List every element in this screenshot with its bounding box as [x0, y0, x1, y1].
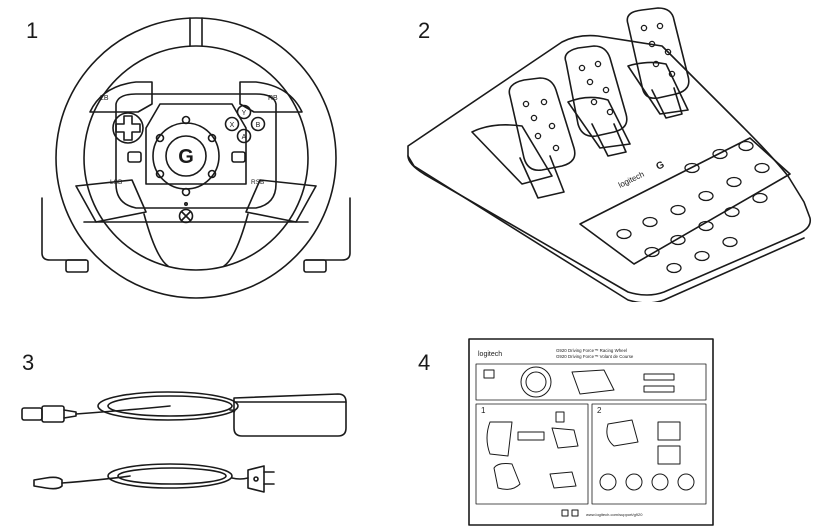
svg-text:G: G	[178, 146, 194, 168]
wheel-label-rb: RB	[268, 95, 278, 102]
wheel-label-lsb: LSB	[110, 179, 122, 186]
figure-number-3: 3	[22, 350, 35, 375]
guide-title-line1: G920 Driving Force™ Racing Wheel	[556, 348, 627, 353]
steering-wheel-illustration: G LB RB LSB RSB Y X B A	[41, 17, 351, 299]
guide-step1-label: 1	[481, 406, 486, 415]
wheel-label-lb: LB	[100, 95, 109, 102]
guide-brand-logo: logitech	[478, 351, 502, 358]
pedals-illustration: logitech G	[407, 7, 812, 302]
setup-guide-illustration: logitech G920 Driving Force™ Racing Whee…	[468, 338, 714, 526]
power-adapter-illustration	[21, 391, 347, 493]
figure-number-2: 2	[418, 18, 431, 43]
guide-title-line2: G920 Driving Force™ Volant de Course	[556, 354, 634, 359]
pedals-g-logo: G	[654, 159, 666, 172]
wheel-button-y: Y	[242, 110, 247, 117]
figure-number-4: 4	[418, 350, 431, 375]
wheel-button-a: A	[242, 134, 247, 141]
guide-step2-label: 2	[597, 406, 602, 415]
wheel-button-x: X	[230, 122, 235, 129]
figure-number-1: 1	[26, 18, 39, 43]
pedals-brand-logo: logitech	[617, 170, 646, 190]
wheel-label-rsb: RSB	[251, 179, 264, 186]
wheel-button-b: B	[256, 122, 261, 129]
guide-footer-url: www.logitech.com/support/g920	[586, 512, 643, 517]
